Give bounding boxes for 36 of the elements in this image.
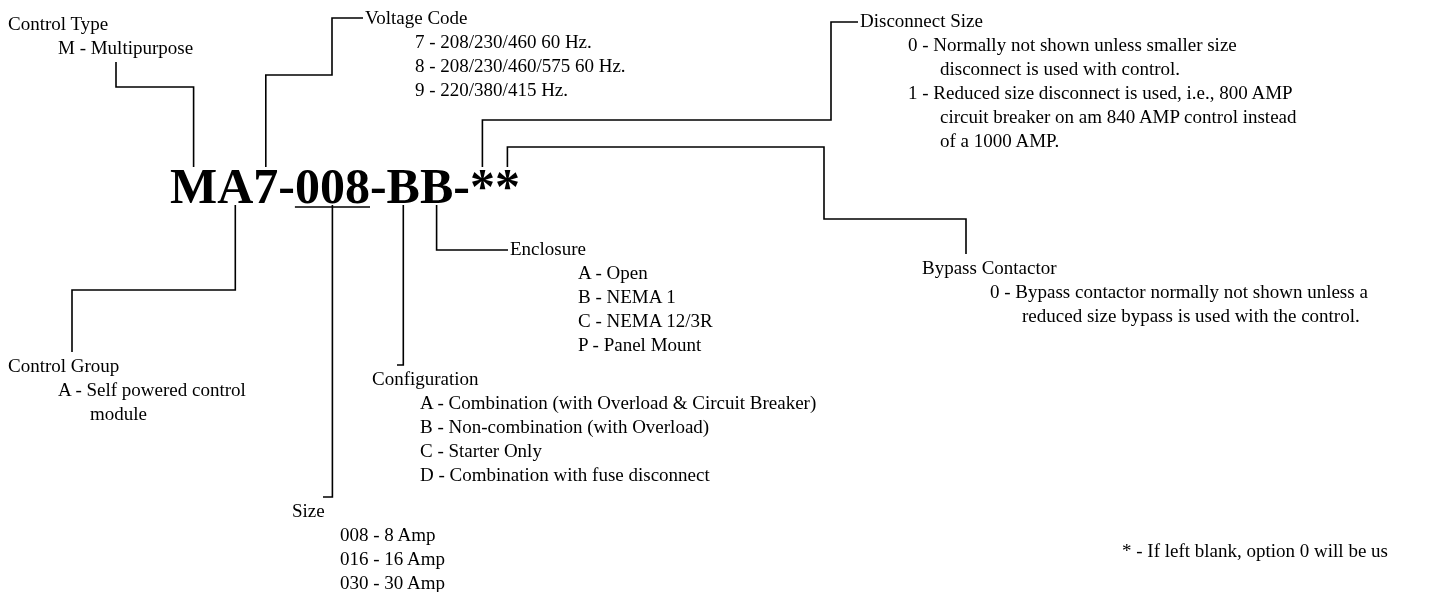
leader-line <box>294 204 371 498</box>
leader-line <box>506 146 967 255</box>
option-text: 8 - 208/230/460/575 60 Hz. <box>415 54 627 78</box>
option-text: B - Non-combination (with Overload) <box>420 415 711 439</box>
leader-line <box>396 204 405 366</box>
option-text: 7 - 208/230/460 60 Hz. <box>415 30 593 54</box>
option-text: P - Panel Mount <box>578 333 703 357</box>
heading-text: Control Type <box>8 12 109 36</box>
option-text: M - Multipurpose <box>58 36 195 60</box>
leader-line <box>71 204 237 353</box>
option-text: 0 - Normally not shown unless smaller size disconnect is used with control. <box>908 33 1238 81</box>
option-text: A - Open <box>578 261 649 285</box>
option-text: C - NEMA 12/3R <box>578 309 714 333</box>
option-text: C - Starter Only <box>420 439 543 463</box>
option-text: B - NEMA 1 <box>578 285 677 309</box>
model-number-text: MA7-008-BB-** <box>170 167 520 205</box>
heading-text: Control Group <box>8 354 120 378</box>
leader-line <box>481 21 859 168</box>
footnote-text: * - If left blank, option 0 will be us <box>1122 539 1388 563</box>
leader-line <box>435 204 509 251</box>
leader-line <box>115 61 195 168</box>
option-text: 9 - 220/380/415 Hz. <box>415 78 570 102</box>
heading-text: Configuration <box>372 367 479 391</box>
heading-text: Enclosure <box>510 237 586 261</box>
option-text: 1 - Reduced size disconnect is used, i.e., 800 AMP circuit breaker on am 840 AMP control instead of a 1000 AMP. <box>908 81 1298 153</box>
heading-text: Disconnect Size <box>860 9 983 33</box>
option-text: 016 - 16 Amp <box>340 547 447 571</box>
heading-text: Bypass Contactor <box>922 256 1057 280</box>
leader-line <box>265 17 364 168</box>
option-text: A - Combination (with Overload & Circuit Breaker) <box>420 391 818 415</box>
option-text: 008 - 8 Amp <box>340 523 437 547</box>
option-text: A - Self powered control module <box>58 378 247 426</box>
option-text: 0 - Bypass contactor normally not shown unless a reduced size bypass is used with the control. <box>990 280 1369 328</box>
heading-text: Voltage Code <box>365 6 468 30</box>
heading-text: Size <box>292 499 325 523</box>
option-text: D - Combination with fuse disconnect <box>420 463 711 487</box>
